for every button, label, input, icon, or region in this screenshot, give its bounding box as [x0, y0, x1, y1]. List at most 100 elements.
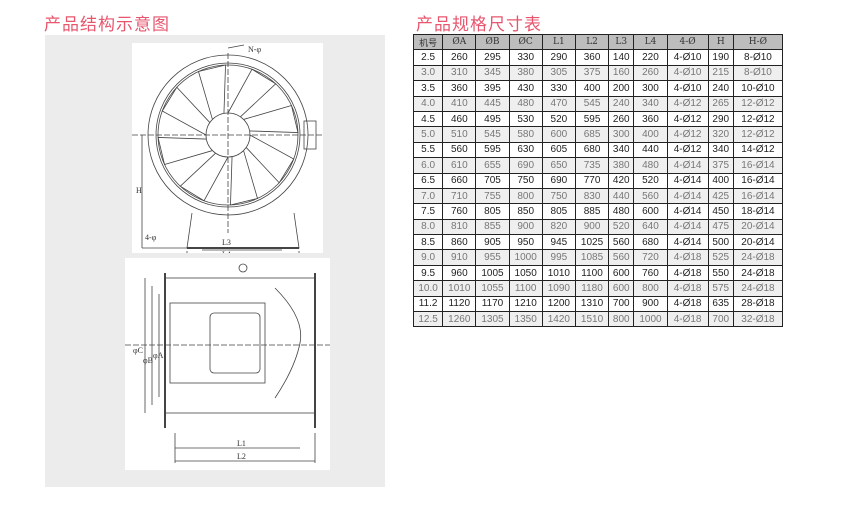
table-cell: 4-Ø18	[666, 280, 709, 297]
table-cell: 10.0	[412, 280, 444, 297]
fan-blade	[179, 152, 229, 202]
table-cell: 950	[508, 234, 543, 251]
table-cell: 5.5	[412, 141, 444, 159]
table-cell: 295	[475, 49, 510, 66]
table-cell: 905	[475, 234, 510, 251]
table-cell: 1120	[442, 295, 477, 313]
table-cell: 24-Ø18	[732, 264, 784, 282]
table-cell: 330	[541, 80, 576, 97]
column-header: 4-Ø	[666, 33, 709, 51]
table-cell: 495	[475, 110, 510, 128]
table-cell: 215	[707, 64, 734, 82]
table-cell: 1180	[574, 280, 610, 297]
table-cell: 690	[508, 157, 543, 174]
table-cell: 960	[442, 264, 477, 282]
table-cell: 800	[608, 311, 635, 328]
table-cell: 735	[574, 157, 610, 174]
table-cell: 440	[633, 141, 668, 159]
table-cell: 400	[707, 172, 734, 189]
table-cell: 1000	[633, 311, 668, 328]
table-cell: 900	[574, 218, 610, 236]
table-cell: 340	[608, 141, 635, 159]
fan-blade	[227, 68, 277, 118]
table-cell: 8.0	[412, 218, 444, 236]
table-cell: 330	[508, 49, 543, 66]
column-header: H	[707, 33, 734, 51]
l1-label: L1	[237, 439, 246, 448]
table-cell: 690	[541, 172, 576, 189]
table-cell: 380	[508, 64, 543, 82]
table-cell: 16-Ø14	[732, 157, 784, 174]
table-cell: 8-Ø10	[732, 49, 784, 66]
table-cell: 16-Ø14	[732, 172, 784, 189]
table-cell: 510	[442, 126, 477, 143]
table-cell: 760	[442, 203, 477, 220]
four-phi-label: 4-φ	[145, 233, 157, 242]
table-cell: 20-Ø14	[732, 218, 784, 236]
fan-blade	[243, 104, 299, 133]
table-cell: 560	[633, 187, 668, 205]
table-cell: 20-Ø14	[732, 234, 784, 251]
table-cell: 655	[475, 157, 510, 174]
column-header: ØC	[508, 33, 543, 51]
table-cell: 560	[442, 141, 477, 159]
table-cell: 140	[608, 49, 635, 66]
table-cell: 4-Ø14	[666, 172, 709, 189]
table-cell: 4-Ø18	[666, 249, 709, 266]
table-cell: 630	[508, 141, 543, 159]
table-cell: 220	[633, 49, 668, 66]
table-cell: 650	[541, 157, 576, 174]
table-cell: 290	[707, 110, 734, 128]
table-cell: 380	[608, 157, 635, 174]
table-cell: 685	[574, 126, 610, 143]
table-cell: 440	[608, 187, 635, 205]
table-cell: 6.5	[412, 172, 444, 189]
column-header: ØA	[442, 33, 477, 51]
table-cell: 820	[541, 218, 576, 236]
table-cell: 850	[508, 203, 543, 220]
table-cell: 1000	[508, 249, 543, 266]
table-cell: 945	[541, 234, 576, 251]
table-cell: 430	[508, 80, 543, 97]
table-cell: 755	[475, 187, 510, 205]
table-cell: 520	[633, 172, 668, 189]
table-cell: 400	[633, 126, 668, 143]
table-cell: 545	[574, 95, 610, 112]
table-cell: 420	[608, 172, 635, 189]
table-cell: 1010	[442, 280, 477, 297]
table-cell: 1005	[475, 264, 510, 282]
phi-b-label: φB	[143, 356, 153, 365]
fan-blade	[245, 134, 295, 184]
front-view-drawing: N-φ H L3 L4	[132, 43, 323, 263]
table-cell: 300	[633, 80, 668, 97]
table-cell: 1210	[508, 295, 543, 313]
table-cell: 7.5	[412, 203, 444, 220]
table-cell: 1350	[508, 311, 543, 328]
table-cell: 11.2	[412, 295, 444, 313]
table-cell: 1050	[508, 264, 543, 282]
table-cell: 680	[633, 234, 668, 251]
table-cell: 260	[633, 64, 668, 82]
table-cell: 4-Ø14	[666, 203, 709, 220]
table-cell: 4-Ø12	[666, 141, 709, 159]
table-cell: 1170	[475, 295, 510, 313]
table-cell: 805	[541, 203, 576, 220]
table-cell: 260	[442, 49, 477, 66]
table-cell: 1090	[541, 280, 576, 297]
column-header: L4	[633, 33, 668, 51]
table-cell: 340	[633, 95, 668, 112]
table-cell: 500	[707, 234, 734, 251]
table-cell: 4-Ø12	[666, 110, 709, 128]
table-cell: 7.0	[412, 187, 444, 205]
table-cell: 680	[574, 141, 610, 159]
table-cell: 830	[574, 187, 610, 205]
table-cell: 425	[707, 187, 734, 205]
table-cell: 400	[574, 80, 610, 97]
table-cell: 480	[508, 95, 543, 112]
table-cell: 1085	[574, 249, 610, 266]
